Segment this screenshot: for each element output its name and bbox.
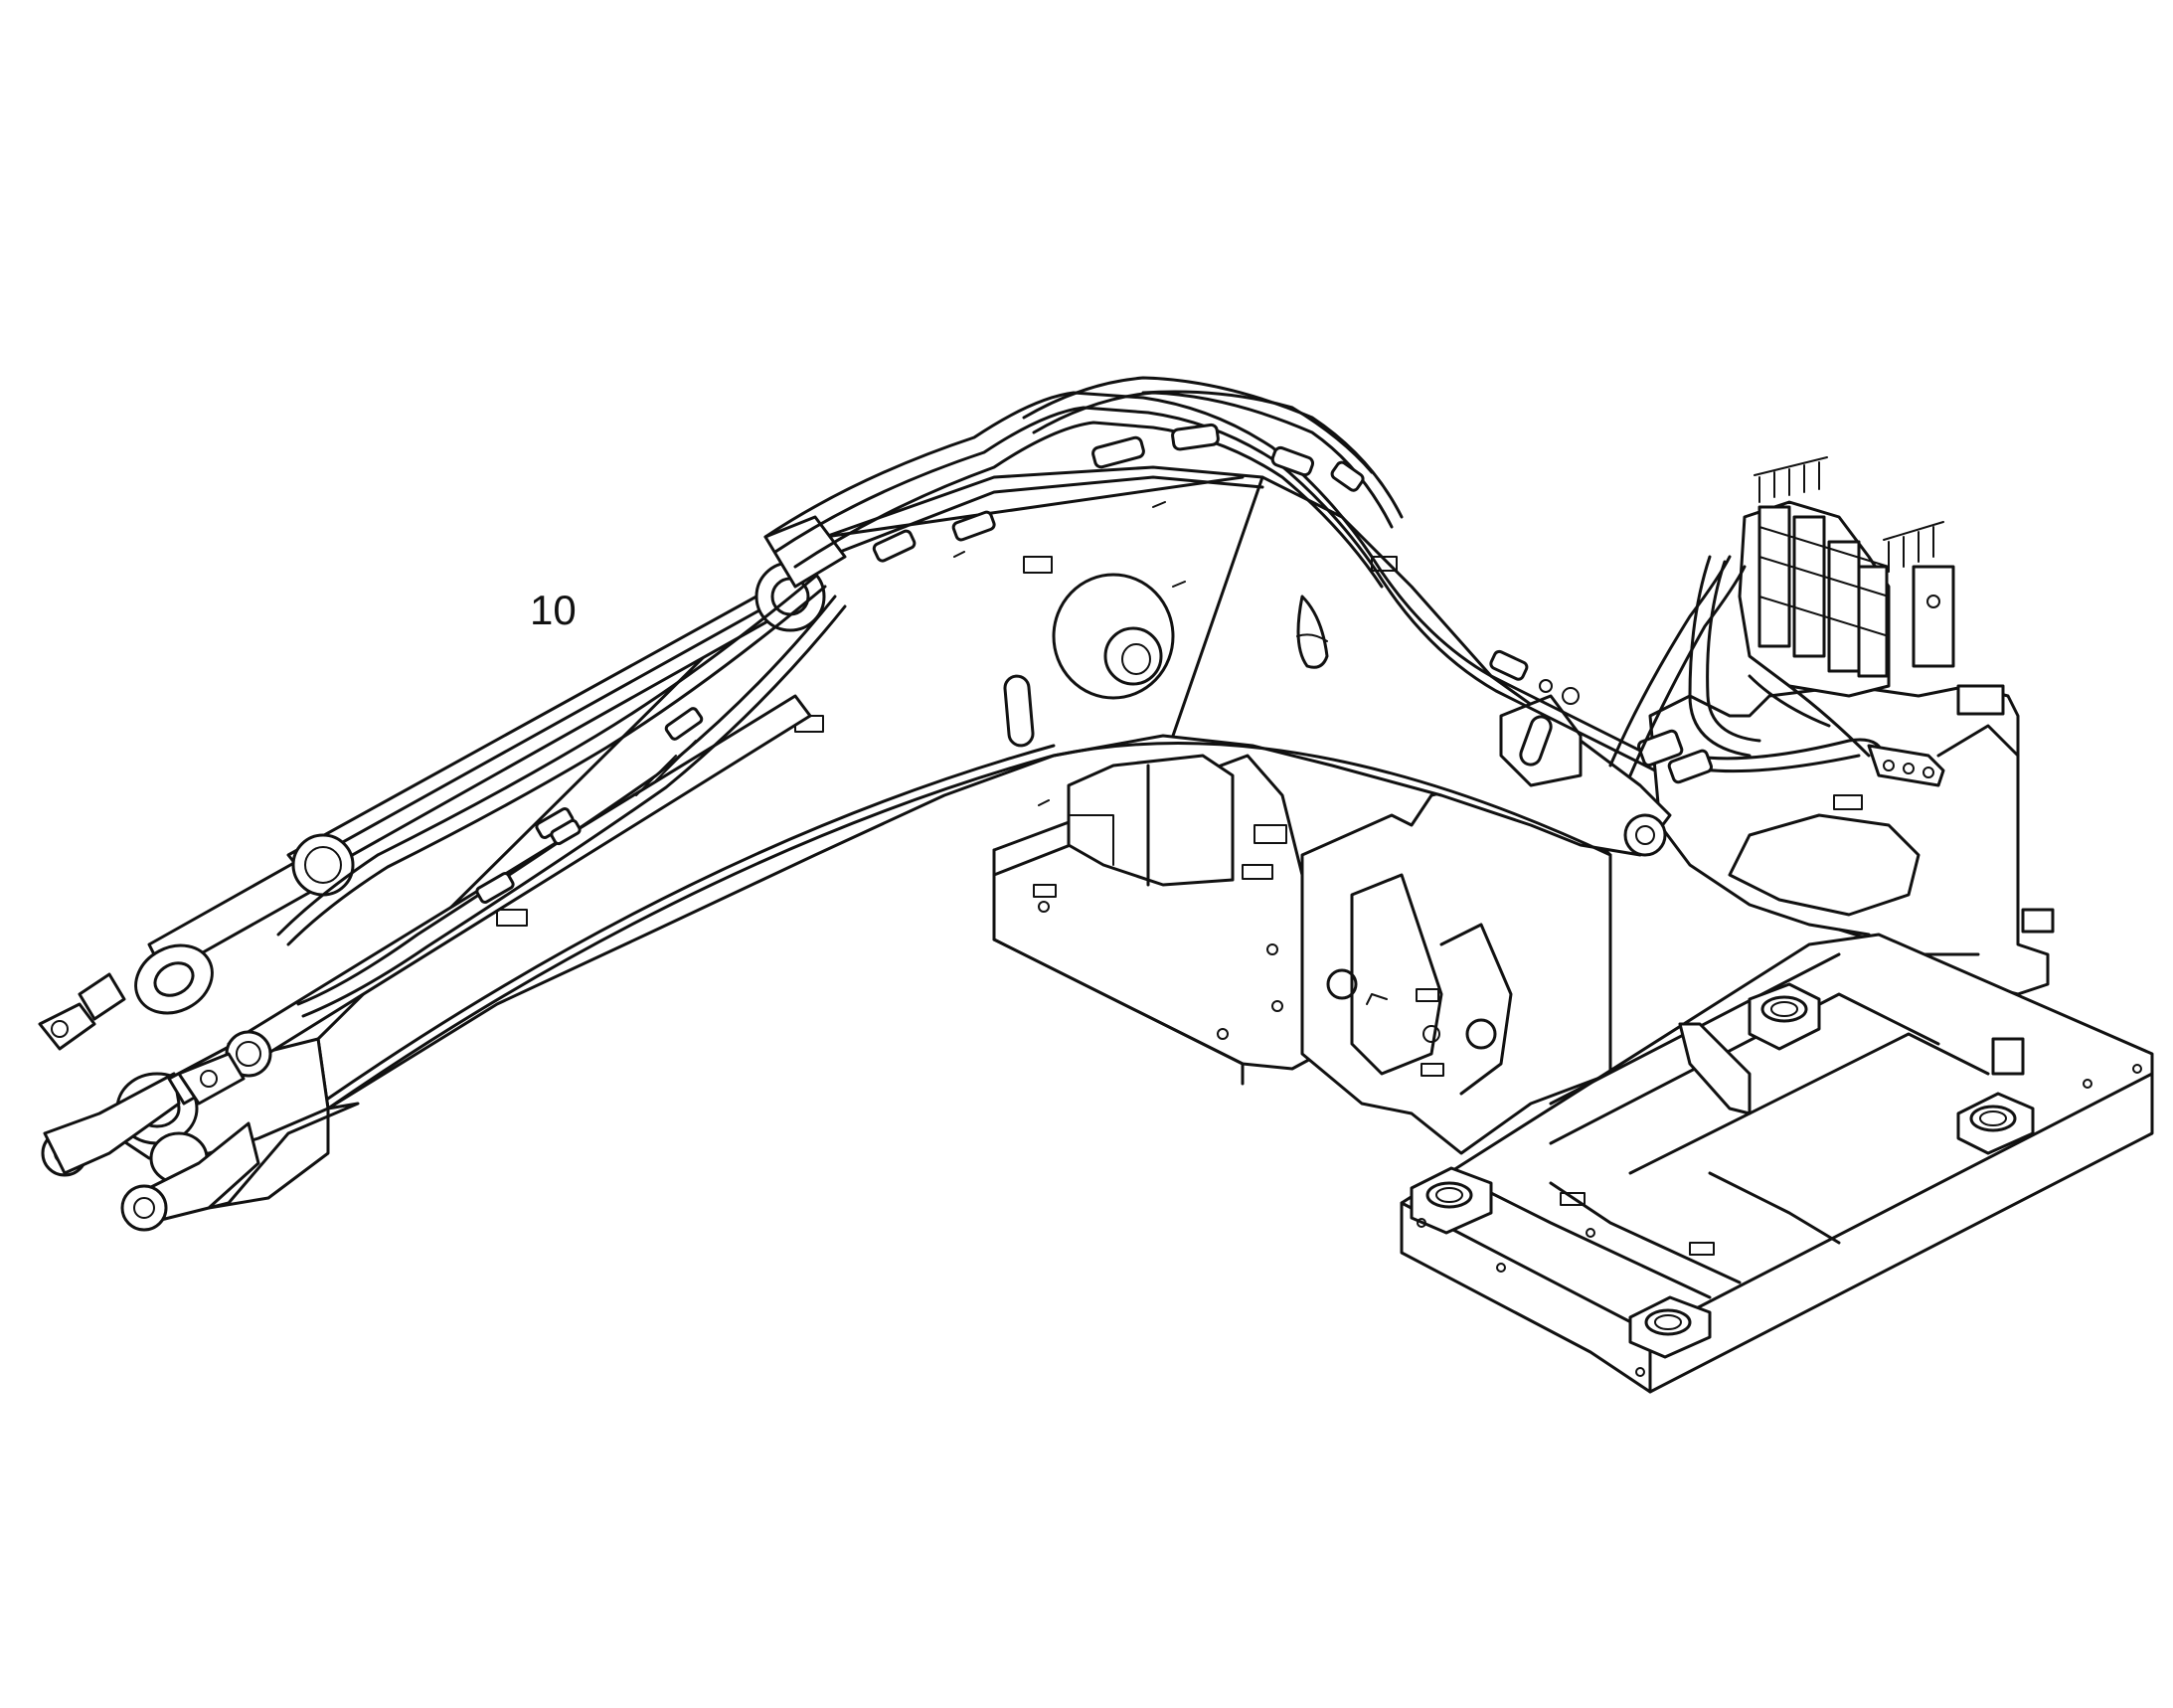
control-valve (1678, 456, 1955, 787)
boom-assembly (41, 465, 1672, 1232)
callout-label-10: 10 (530, 587, 577, 633)
hydraulic-hoses (276, 376, 1747, 1018)
upper-frame (992, 684, 2154, 1394)
